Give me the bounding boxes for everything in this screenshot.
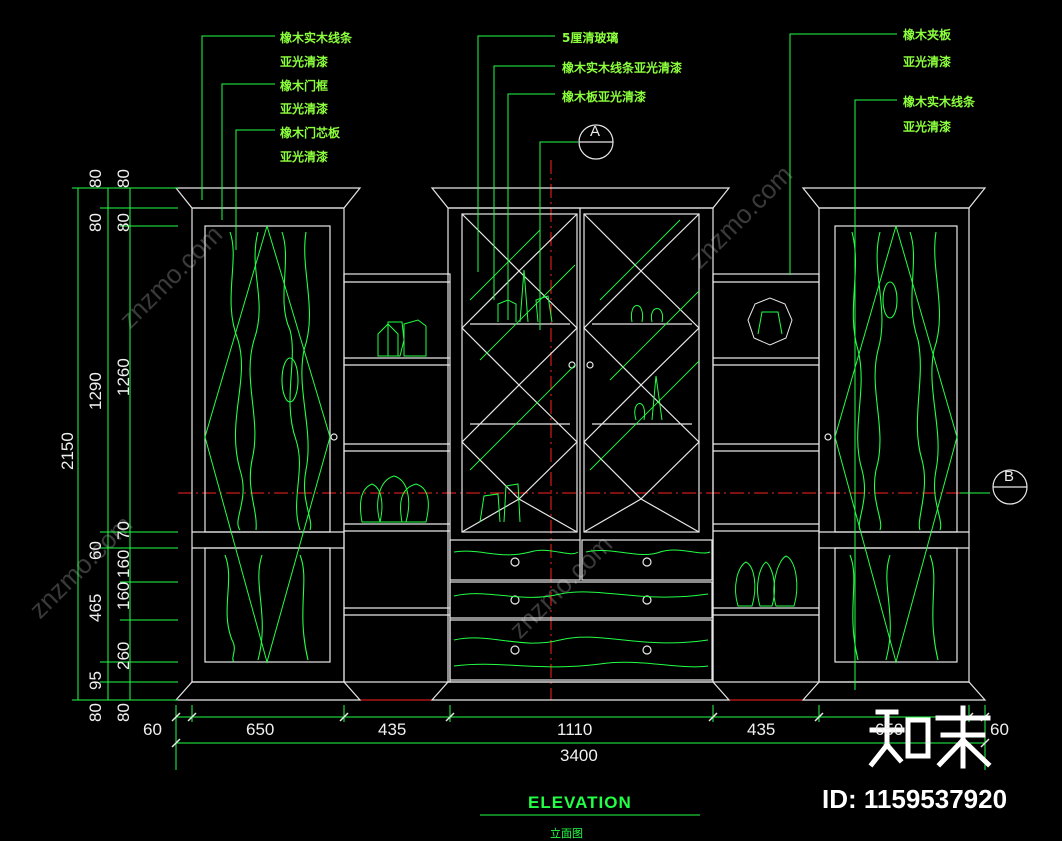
right-cabinet bbox=[801, 187, 987, 701]
leader-lines bbox=[201, 33, 990, 690]
dim-v-outer: 60 bbox=[86, 541, 105, 560]
dimension-ticks bbox=[171, 712, 990, 748]
center-drawer-grain bbox=[453, 549, 711, 668]
dim-v-inner: 160 bbox=[114, 581, 133, 610]
dim-h: 650 bbox=[875, 720, 904, 739]
right-decor bbox=[735, 297, 798, 607]
annotation-matte-varnish: 亚光清漆 bbox=[280, 102, 329, 116]
annotation-matte-varnish: 亚光清漆 bbox=[903, 55, 952, 69]
logo-watermark bbox=[868, 705, 992, 769]
dim-h: 1110 bbox=[557, 720, 593, 739]
dim-v-inner: 70 bbox=[114, 521, 133, 540]
dim-v-outer: 1290 bbox=[86, 372, 105, 410]
dim-h: 60 bbox=[990, 720, 1009, 739]
right-shelves bbox=[712, 273, 820, 683]
dim-h-total: 3400 bbox=[560, 746, 598, 765]
left-door-diagonals bbox=[204, 225, 331, 664]
dim-v-outer: 80 bbox=[86, 703, 105, 722]
dim-h: 435 bbox=[378, 720, 407, 739]
dim-v-outer: 80 bbox=[86, 169, 105, 188]
dim-v-inner: 80 bbox=[114, 169, 133, 188]
dim-v-outer: 80 bbox=[86, 213, 105, 232]
annotation-oak-solid-trim: 橡木实木线条 bbox=[903, 95, 976, 109]
watermark-id: ID: 1159537920 bbox=[822, 784, 1008, 814]
left-shelves bbox=[343, 273, 451, 683]
annotation-oak-plywood: 橡木夹板 bbox=[903, 28, 952, 42]
left-vases bbox=[359, 319, 429, 523]
dim-v-inner: 80 bbox=[114, 213, 133, 232]
annotation-clear-glass: 5厘清玻璃 bbox=[562, 31, 619, 45]
annotation-oak-solid-trim: 橡木实木线条 bbox=[280, 31, 353, 45]
dim-v-inner: 1260 bbox=[114, 358, 133, 396]
section-mark-a: A bbox=[590, 123, 601, 140]
dim-h: 650 bbox=[246, 720, 275, 739]
svg-text:znzmo.com: znzmo.com bbox=[683, 159, 798, 274]
annotation-oak-trim-varnish: 橡木实木线条亚光清漆 bbox=[562, 61, 683, 75]
annotation-matte-varnish: 亚光清漆 bbox=[280, 150, 329, 164]
svg-text:znzmo.com: znzmo.com bbox=[503, 529, 618, 644]
section-bubbles bbox=[578, 124, 1028, 505]
dim-h: 60 bbox=[143, 720, 162, 739]
dim-h: 435 bbox=[747, 720, 776, 739]
dim-v-inner: 260 bbox=[114, 641, 133, 670]
left-wood-grain bbox=[224, 231, 312, 663]
annotation-oak-door-panel: 橡木门芯板 bbox=[280, 126, 341, 140]
center-glassware bbox=[479, 269, 664, 523]
drawing-subtitle: 立面图 bbox=[550, 827, 583, 840]
right-wood-grain bbox=[849, 231, 942, 661]
dim-v-outer: 465 bbox=[86, 593, 105, 622]
annotation-matte-varnish: 亚光清漆 bbox=[280, 55, 329, 69]
dimension-lines bbox=[72, 187, 986, 770]
center-cabinet bbox=[430, 187, 731, 701]
section-mark-b: B bbox=[1004, 468, 1015, 485]
watermark-text: znzmo.com znzmo.com znzmo.com znzmo.com bbox=[23, 159, 798, 644]
annotation-oak-door-frame: 橡木门框 bbox=[280, 79, 329, 93]
dim-v-inner: 160 bbox=[114, 549, 133, 578]
annotation-oak-board-varnish: 橡木板亚光清漆 bbox=[562, 90, 647, 104]
annotation-matte-varnish: 亚光清漆 bbox=[903, 120, 952, 134]
drawing-title: ELEVATION bbox=[528, 793, 632, 812]
dim-v-outer: 95 bbox=[86, 671, 105, 690]
dim-v-inner: 80 bbox=[114, 703, 133, 722]
dim-v-total: 2150 bbox=[58, 432, 77, 470]
